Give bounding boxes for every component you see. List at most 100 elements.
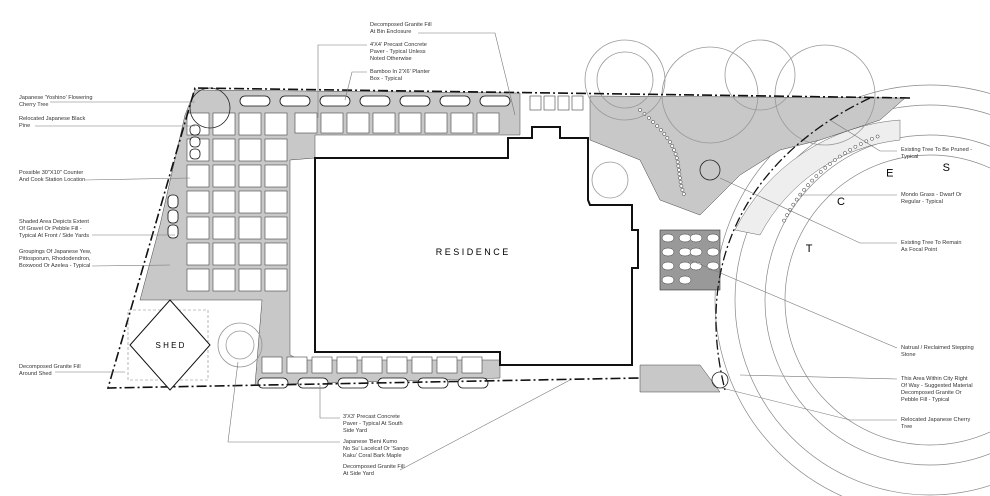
- label-groupings: Groupings Of Japanese Yew, Pittosporum, …: [19, 249, 92, 269]
- stepping-stone: [661, 261, 675, 271]
- paver: [336, 356, 358, 374]
- planter-box: [319, 95, 351, 107]
- paver: [320, 112, 344, 134]
- bin-paver: [571, 95, 584, 111]
- paver: [372, 112, 396, 134]
- paver: [186, 216, 210, 240]
- dot: [675, 160, 680, 164]
- dot: [638, 108, 642, 112]
- paver: [264, 164, 288, 188]
- paver: [311, 356, 333, 374]
- label-dg-shed: Decomposed Granite Fill Around Shed: [19, 364, 81, 377]
- paver: [186, 268, 210, 292]
- planter-box: [479, 95, 511, 107]
- paver: [436, 356, 458, 374]
- paver: [186, 242, 210, 266]
- paver: [264, 242, 288, 266]
- paver: [461, 356, 483, 374]
- dot: [802, 187, 806, 192]
- planter-box: [189, 148, 201, 160]
- street-letter: C: [837, 196, 845, 208]
- label-black-pine: Relocated Japanese Black Pine: [19, 116, 86, 129]
- bin-paver: [529, 95, 542, 111]
- street-curve: [714, 84, 990, 496]
- label-shaded-area: Shaded Area Depicts Extent Of Gravel Or …: [19, 219, 90, 239]
- dot: [655, 124, 660, 128]
- label-dg-side: Decomposed Granite Fill At Side Yard: [343, 464, 405, 477]
- planter-box: [167, 194, 179, 209]
- dot: [806, 183, 810, 187]
- paver: [264, 216, 288, 240]
- dot: [833, 158, 837, 162]
- paver: [212, 138, 236, 162]
- paver: [264, 190, 288, 214]
- stepping-stone: [661, 233, 675, 243]
- dot: [668, 140, 672, 144]
- dot: [651, 120, 655, 124]
- dot: [677, 168, 681, 172]
- paver: [238, 112, 262, 136]
- paver: [238, 190, 262, 214]
- label-maple: Japanese 'Beni Kumo No Su' Lacelcaf Or '…: [343, 439, 409, 459]
- right-of-way-line: [715, 97, 871, 391]
- planter-box: [279, 95, 311, 107]
- dot: [818, 170, 823, 174]
- dot: [676, 164, 681, 168]
- street-name: ROSECT: [806, 162, 950, 255]
- paver: [212, 216, 236, 240]
- bin-paver: [557, 95, 570, 111]
- paver: [186, 164, 210, 188]
- planter-box: [399, 95, 431, 107]
- dot: [828, 162, 832, 166]
- paver: [261, 356, 283, 374]
- stepping-stone: [678, 233, 692, 243]
- shed-label: S H E D: [156, 341, 185, 350]
- stepping-stones: [661, 233, 720, 285]
- dot: [810, 178, 814, 183]
- paver: [424, 112, 448, 134]
- label-stepping: Natrual / Reclaimed Stepping Stone: [901, 345, 974, 358]
- dot: [782, 218, 786, 223]
- paver: [212, 112, 236, 136]
- paver: [186, 190, 210, 214]
- label-bamboo: Bamboo In 2'X6' Planter Box - Typical: [370, 69, 430, 82]
- dot: [647, 116, 651, 120]
- paver: [238, 164, 262, 188]
- planter-box: [167, 209, 179, 224]
- dot: [875, 134, 880, 139]
- paver: [212, 268, 236, 292]
- paver: [476, 112, 500, 134]
- residence-outline: [314, 126, 639, 366]
- mondo-grass-band: [734, 119, 901, 236]
- dot: [848, 148, 852, 152]
- dot: [843, 151, 847, 155]
- street-letter: E: [886, 167, 893, 179]
- street-letter: T: [806, 243, 813, 255]
- dot: [794, 197, 799, 202]
- dot: [679, 184, 684, 188]
- paver: [264, 138, 288, 162]
- dot: [823, 165, 828, 170]
- dot: [858, 142, 863, 146]
- stepping-stone: [678, 275, 692, 285]
- residence-label: R E S I D E N C E: [436, 247, 509, 257]
- dot: [791, 202, 796, 207]
- gravel-fill-areas: [139, 89, 906, 393]
- paver: [286, 356, 308, 374]
- dot: [870, 136, 874, 141]
- paver: [346, 112, 370, 134]
- existing-trees: [189, 39, 876, 389]
- stepping-stone: [689, 261, 703, 271]
- planter-box: [457, 377, 489, 389]
- dot: [674, 156, 679, 160]
- planter-box: [167, 224, 179, 239]
- leader-lines: [35, 32, 898, 471]
- paver: [411, 356, 433, 374]
- dot: [814, 174, 819, 179]
- label-counter: Possible 30"X10" Counter And Cook Statio…: [19, 170, 86, 183]
- label-dg-bin: Decomposed Granite Fill At Bin Enclosure: [370, 22, 432, 35]
- dot: [798, 192, 803, 197]
- label-mondo: Mondo Grass - Dwarf Or Regular - Typical: [901, 192, 962, 205]
- planter-box: [439, 95, 471, 107]
- stepping-stone: [706, 247, 720, 257]
